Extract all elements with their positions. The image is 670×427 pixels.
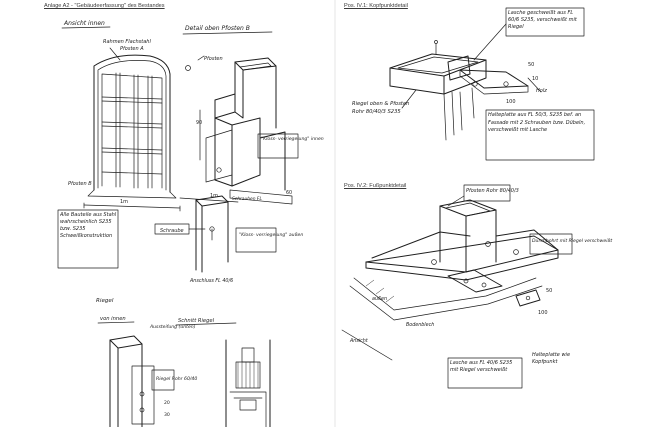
label-holz: Holz [536,88,547,94]
note-riegel: Riegel oben & Pfosten Rohr 80/40/3 S235 [352,101,410,115]
dim-30: 30 [164,412,170,418]
note-halteplatte: Halteplatte aus FL 50/3, S235 bef. an Fa… [488,112,586,133]
label-riegel: Riegel [96,298,114,304]
label-aussteifung: Aussteifung (unten) [149,324,196,330]
riegel-section-drawing [225,339,271,427]
dim-60: 60 [286,190,292,196]
note-halteplatte-bottom: Halteplatte wie Kopfpunkt [532,352,571,365]
riegel-note-box: Riegel oben & Pfosten Rohr 80/40/3 S235 [352,89,417,115]
left-sketch: Ansicht innen Rahmen Flachstahl Detail o… [57,20,324,427]
section-2-header: Pos. IV.2: Fußpunktdetail [344,183,407,189]
foot-detail-drawing: Pfosten Rohr 80/40/3 [341,184,612,361]
post-plate-drawing: Schraube "Kloss- verriegelung" außen Ans… [154,195,303,284]
label-pfosten-rohr: Pfosten Rohr 80/40/3 [466,188,519,194]
label-verbindung-innen: "Kloss- verriegelung" innen [261,136,324,142]
dim-1m-depth: 1m [210,193,218,199]
dim-50-bottom: 50 [546,288,552,294]
note-lasche-top: Lasche geschweißt aus FL 60/6 S235, vers… [508,10,577,30]
label-detail-oben: Detail oben Pfosten B [185,25,250,32]
dim-100-top: 100 [506,99,516,105]
label-ansicht: Ansicht [349,338,369,344]
dim-90: 90 [196,120,202,126]
page-gutter [334,0,336,427]
label-blech: Bodenblech [406,322,434,328]
gate-frame-drawing: 1m 1m Pfosten B Pfosten A [68,46,239,212]
label-rahmen: Rahmen Flachstahl [103,39,151,45]
material-note-text: Alle Bauteile aus Stahl wahrscheinlich S… [60,212,117,239]
platte-note-box: Halteplatte aus FL 50/3, S235 bef. an Fa… [485,109,595,161]
label-anschluss: Anschluss FL 40/6 [189,278,233,284]
right-sketch: Lasche geschweißt aus FL 60/6 S235, vers… [341,7,612,389]
halteplatte-note-box: Halteplatte wie Kopfpunkt [532,352,571,365]
section-1-header: Pos. IV.1: Kopfpunktdetail [344,3,408,9]
label-riegel-rohr: Riegel Rohr 60/40 [156,376,197,382]
head-detail-drawing: Lasche geschweißt aus FL 60/6 S235, vers… [389,7,585,141]
label-verbindung-aussen: "Kloss- verriegelung" außen [239,232,303,238]
label-pfosten-b-left: Pfosten B [68,181,92,187]
label-aussen: außen [372,296,387,302]
label-ansicht-innen: Ansicht innen [63,20,105,27]
dim-100-bottom: 100 [538,310,548,316]
material-note-box: Alle Bauteile aus Stahl wahrscheinlich S… [57,209,119,269]
note-lasche-bottom: Lasche aus FL 40/6 S235 mit Riegel versc… [450,360,513,373]
dim-20: 20 [164,400,170,406]
dim-1m-bottom: 1m [120,199,128,205]
dim-10-top: 10 [532,76,538,82]
label-schrauben: Schrauben FL [232,196,262,202]
label-von-innen: von innen [100,316,126,322]
riegel-front-drawing: Riegel Rohr 60/40 20 30 [109,335,197,427]
right-sheet: Pos. IV.1: Kopfpunktdetail Pos. IV.2: Fu… [336,0,670,427]
post-detail-drawing: Pfosten "Kloss- verriegelung" innen Schr… [196,55,324,205]
label-pfosten: Pfosten [204,56,223,62]
label-schraube: Schraube [160,228,184,234]
label-schnitt: Schnitt Riegel [178,318,215,324]
label-pfosten-a: Pfosten A [120,46,144,52]
left-sheet-header: Anlage A2 - "Gebäudeerfassung" des Besta… [44,3,165,9]
lasche-note-box: Lasche aus FL 40/6 S235 mit Riegel versc… [447,357,523,389]
left-sheet: Anlage A2 - "Gebäudeerfassung" des Besta… [0,0,334,427]
dim-50-top: 50 [528,62,534,68]
